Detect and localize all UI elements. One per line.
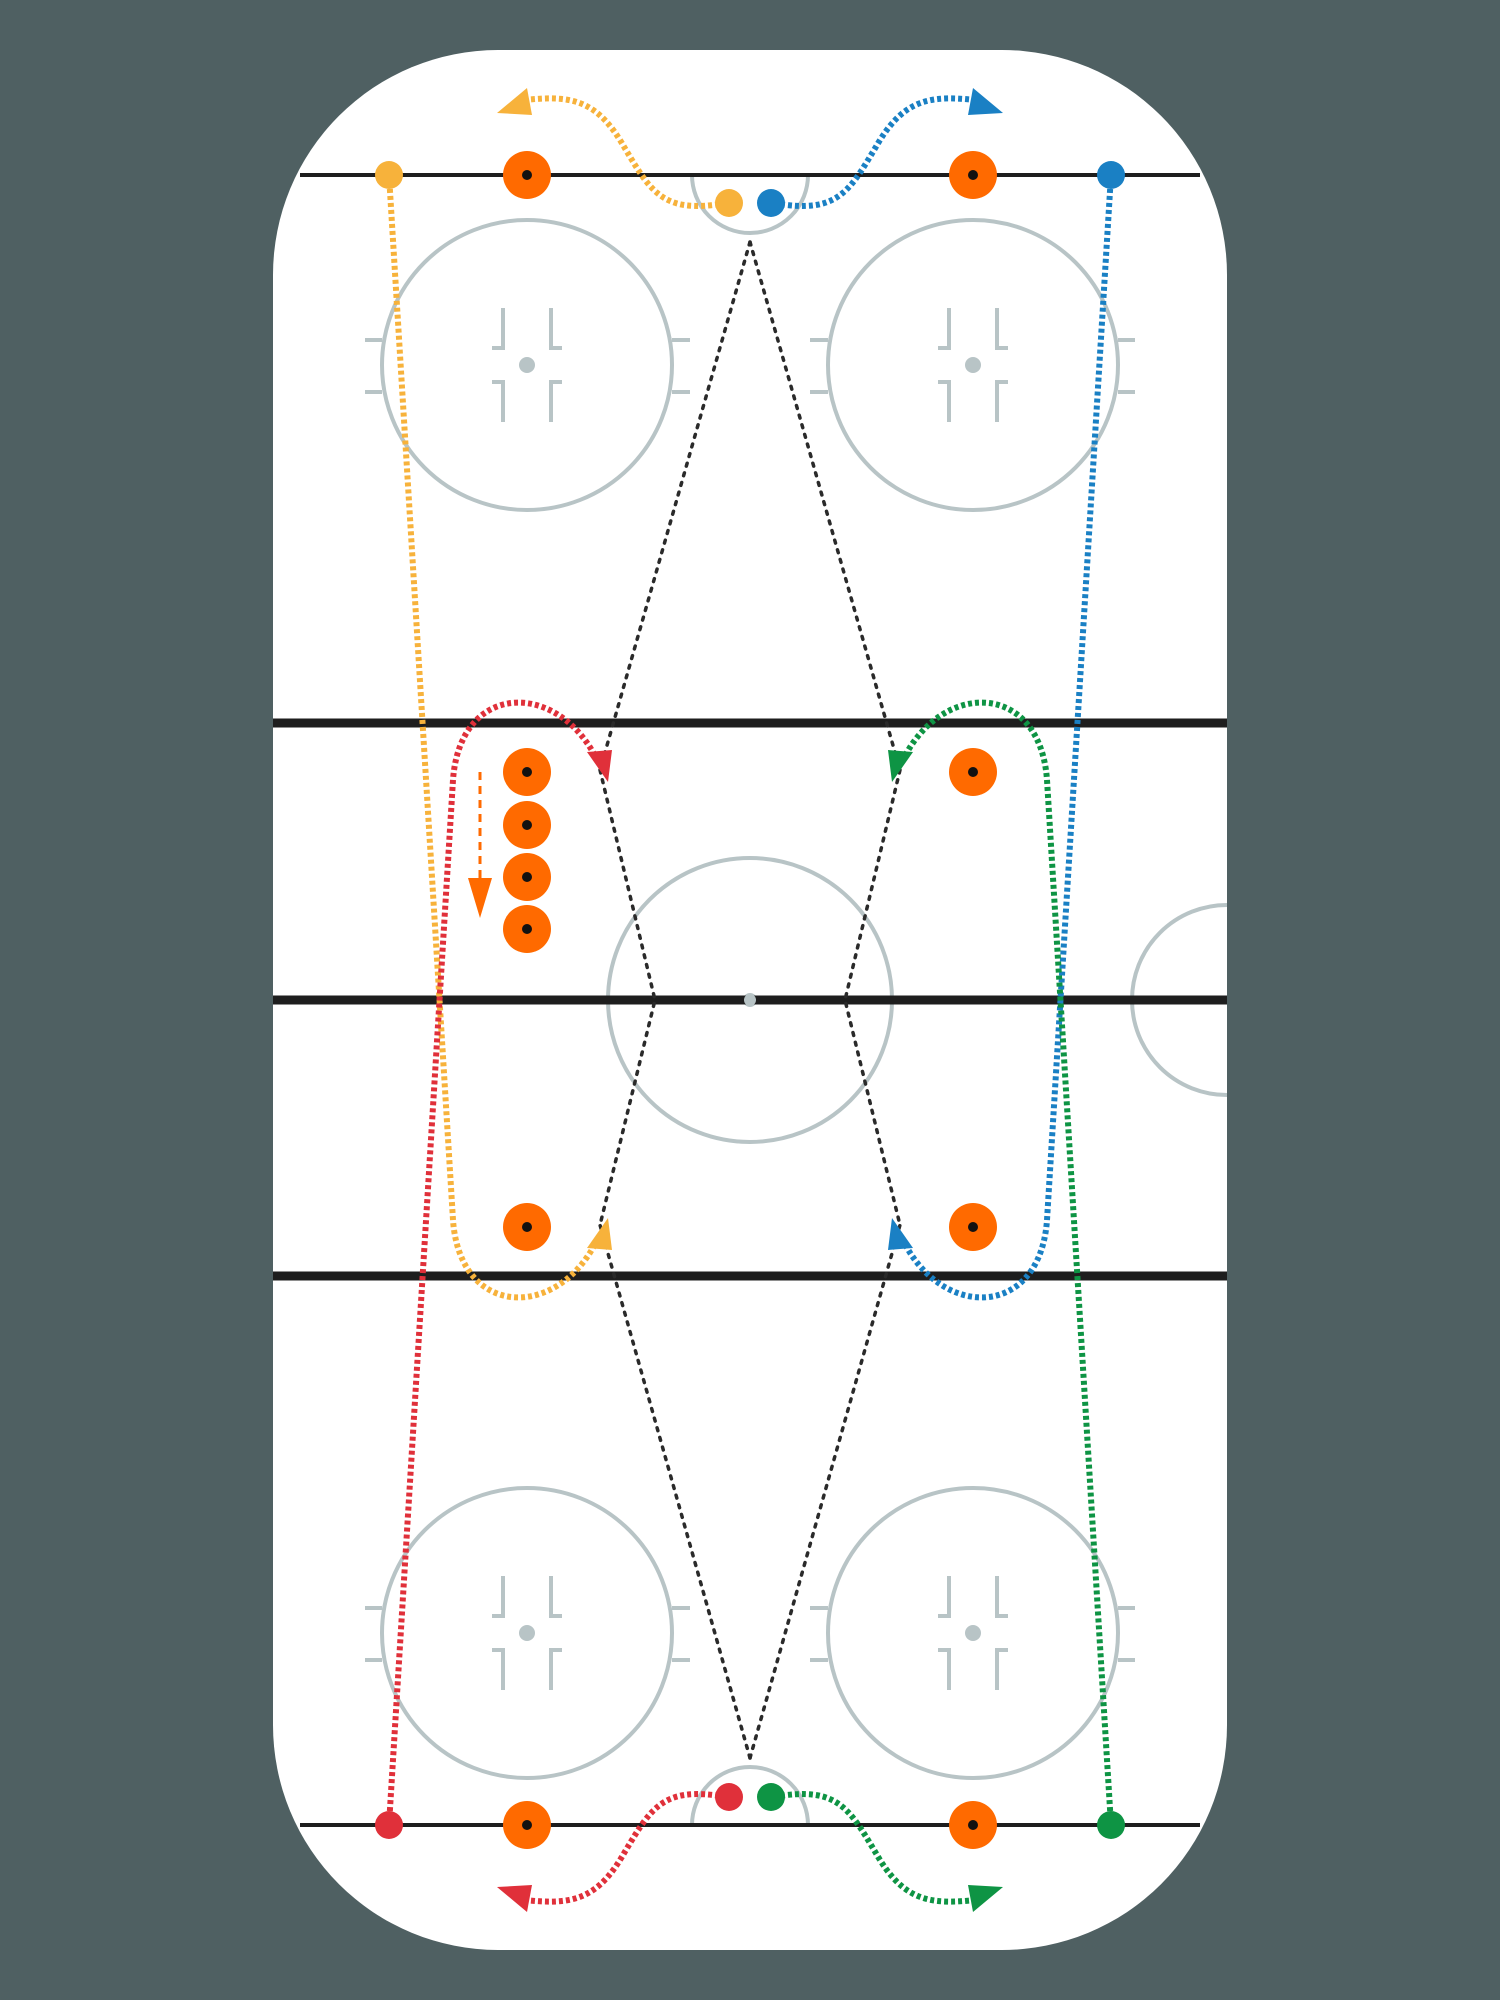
players — [375, 161, 1125, 1839]
cone-icon — [503, 905, 551, 953]
arrow-blue-lane — [888, 1218, 913, 1250]
cone-icon — [503, 748, 551, 796]
player-red-start-bottom-left — [375, 1811, 403, 1839]
skate-path-green-lane — [899, 699, 1114, 1826]
skate-path-yellow-exit — [524, 95, 727, 209]
pass-line — [748, 240, 902, 772]
skate-path-yellow-lane — [386, 174, 601, 1301]
player-blue-start-top-right — [1097, 161, 1125, 189]
arrowheads — [468, 88, 1003, 1912]
pass-line — [748, 1223, 902, 1760]
cone-icon — [503, 853, 551, 901]
player-yellow-start-top-left — [375, 161, 403, 189]
arrow-yellow-lane — [587, 1218, 612, 1250]
cone-icon — [503, 151, 551, 199]
faceoff-circle-bottom-right — [810, 1486, 1135, 1780]
cone-icon — [949, 151, 997, 199]
skate-path-green-exit — [773, 1791, 976, 1905]
arrow-red-exit — [497, 1885, 532, 1912]
cone-icon — [503, 1203, 551, 1251]
pass-paths — [598, 240, 902, 1760]
goal-crease-top — [690, 174, 810, 235]
skate-path-blue-exit — [773, 95, 976, 209]
cone-icon — [503, 801, 551, 849]
arrow-yellow-exit — [497, 88, 532, 115]
pass-line — [598, 240, 752, 772]
arrow-line-movement — [468, 878, 492, 918]
goal-crease-bottom — [690, 1765, 810, 1826]
cone-icon — [949, 1801, 997, 1849]
faceoff-circle-top-left — [365, 218, 690, 512]
skate-paths — [386, 95, 1114, 1905]
cone-icon — [503, 1801, 551, 1849]
cones — [503, 151, 997, 1849]
skate-path-red-exit — [524, 1791, 727, 1905]
arrow-blue-exit — [968, 88, 1003, 115]
faceoff-circle-bottom-left — [365, 1486, 690, 1780]
player-green-start-bottom-right — [1097, 1811, 1125, 1839]
arrow-red-lane — [587, 750, 612, 782]
player-blue-net-top — [757, 189, 785, 217]
pass-line — [843, 768, 902, 1227]
skate-path-red-lane — [386, 699, 601, 1826]
arrow-green-lane — [888, 750, 913, 782]
player-yellow-net-top — [715, 189, 743, 217]
player-green-net-bottom — [757, 1783, 785, 1811]
pass-line — [598, 768, 657, 1227]
arrow-green-exit — [968, 1885, 1003, 1912]
pass-line — [598, 1223, 752, 1760]
cone-icon — [949, 1203, 997, 1251]
player-red-net-bottom — [715, 1783, 743, 1811]
faceoff-circle-top-right — [810, 218, 1135, 512]
cone-icon — [949, 748, 997, 796]
skate-path-blue-lane — [899, 174, 1114, 1301]
